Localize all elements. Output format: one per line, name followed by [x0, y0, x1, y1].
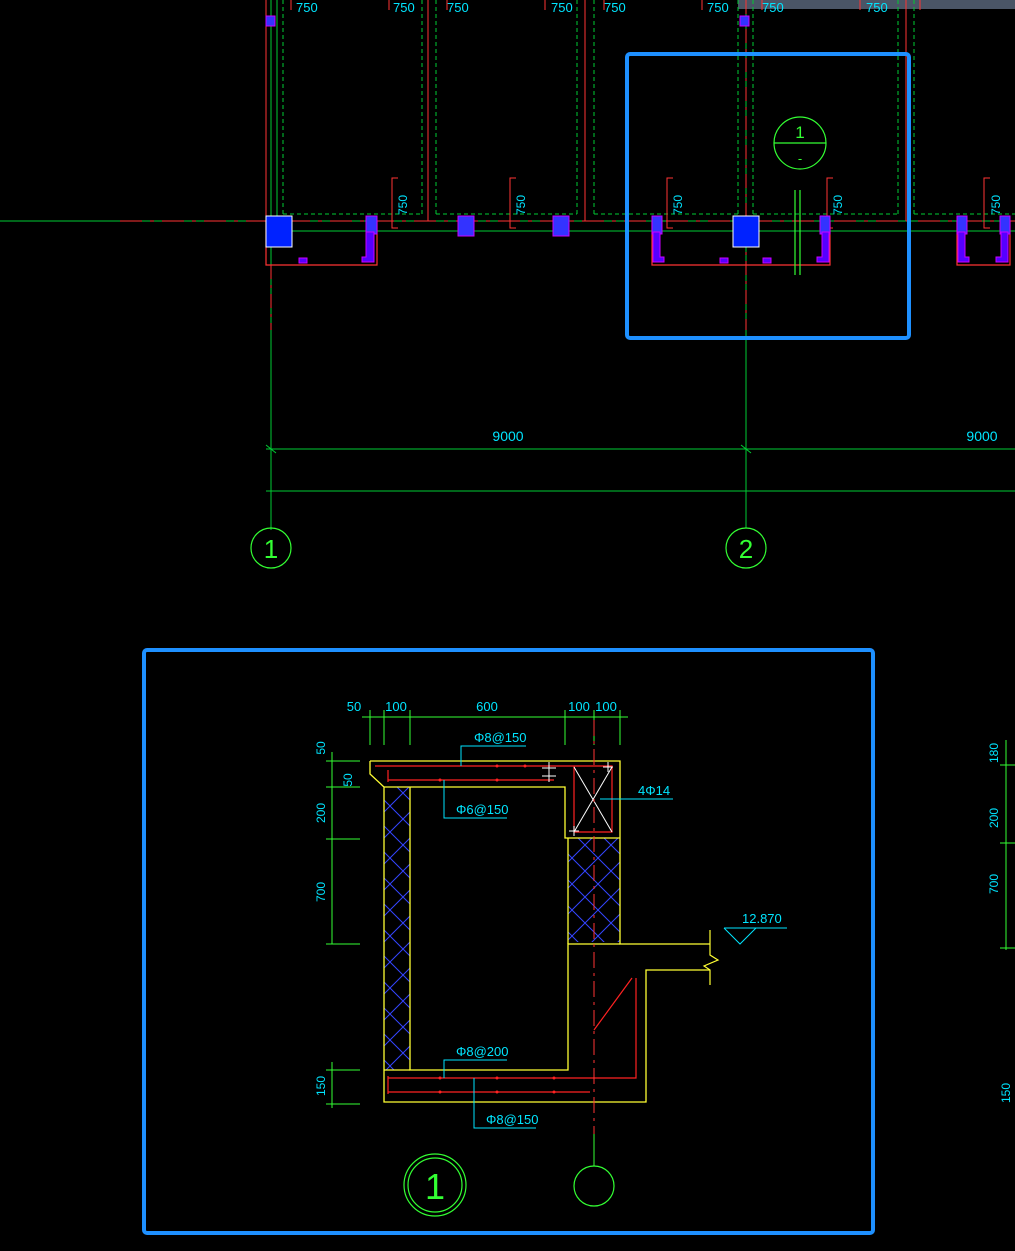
- bay-outlines: [265, 0, 1015, 265]
- highlight-box-plan: [625, 52, 911, 340]
- top-dim-6: 750: [707, 0, 729, 15]
- label-bottom-inner-rebar: Φ8@200: [456, 1044, 509, 1059]
- detail-left-dim-3: 200: [314, 803, 328, 823]
- span-dim-2: 9000: [966, 428, 997, 444]
- detail-top-dim-2: 100: [385, 699, 407, 714]
- concrete-outline: [369, 760, 710, 1103]
- detail-left-dim-2: 50: [341, 773, 355, 787]
- span-dimension-lines: [265, 444, 1015, 492]
- detail-top-dimensions: 50 100 600 100 100: [347, 699, 617, 714]
- axis-label-1: 1: [264, 534, 278, 564]
- detail-top-dim-3: 600: [476, 699, 498, 714]
- top-dim-8: 750: [866, 0, 888, 15]
- left-wall-hatch: [384, 787, 410, 1070]
- section-bubble-outer: [403, 1153, 467, 1217]
- side-dimensions: 750 750 750 750 750: [396, 195, 1003, 215]
- top-dim-5: 750: [604, 0, 626, 15]
- detail-left-dim-4: 700: [314, 882, 328, 902]
- floor-plan: 750 750 750 750 750 750 750 750 750 750 …: [0, 0, 1015, 569]
- column-b: [732, 215, 760, 248]
- section-marker-number: 1: [795, 123, 804, 142]
- side-dim-3: 750: [671, 195, 685, 215]
- label-elevation: 12.870: [742, 911, 782, 926]
- right-dim-1: 180: [987, 743, 1001, 763]
- highlight-box-detail: [142, 648, 875, 1235]
- detail-axis-bubble: [573, 1165, 615, 1207]
- break-line: [702, 930, 720, 985]
- top-dim-4: 750: [551, 0, 573, 15]
- detail-left-dimensions: 50 50 200 700 150: [314, 741, 355, 1096]
- section-marker-sheet: -: [798, 151, 802, 166]
- top-dim-7: 750: [762, 0, 784, 15]
- side-dim-2: 750: [514, 195, 528, 215]
- axis-bubble-2: [725, 527, 767, 569]
- side-dim-5: 750: [989, 195, 1003, 215]
- label-top-slab-rebar: Φ8@150: [474, 730, 527, 745]
- rebar-labels: Φ8@150 Φ6@150 4Φ14 Φ8@200 Φ8@150 12.870: [456, 730, 782, 1127]
- right-partial-detail: 180 200 700 150: [987, 740, 1015, 1103]
- column-a: [265, 215, 293, 248]
- axis-label-2: 2: [739, 534, 753, 564]
- top-dim-3: 750: [447, 0, 469, 15]
- top-dim-1: 750: [296, 0, 318, 15]
- channel-sections: [265, 221, 1011, 266]
- label-stirrup-rebar: Φ6@150: [456, 802, 509, 817]
- right-dim-3: 700: [987, 874, 1001, 894]
- section-bubble-number: 1: [425, 1166, 445, 1207]
- detail-top-dim-1: 50: [347, 699, 361, 714]
- section-detail: 50 100 600 100 100 50 50 200 700 150: [142, 648, 875, 1235]
- axis-bubble-1: [250, 527, 292, 569]
- section-cut-marker: [773, 116, 827, 275]
- top-dimensions: 750 750 750 750 750 750 750 750: [296, 0, 888, 15]
- detail-left-dim-1: 50: [314, 741, 328, 755]
- right-dim-4: 150: [999, 1083, 1013, 1103]
- span-dim-1: 9000: [492, 428, 523, 444]
- right-dim-2: 200: [987, 808, 1001, 828]
- detail-top-dim-5: 100: [595, 699, 617, 714]
- columns: [265, 15, 1011, 248]
- label-bottom-outer-rebar: Φ8@150: [486, 1112, 539, 1127]
- side-dim-1: 750: [396, 195, 410, 215]
- section-bubble-inner: [407, 1157, 463, 1213]
- toolbar-strip: [738, 0, 1015, 9]
- top-dim-2: 750: [393, 0, 415, 15]
- label-corner-bars: 4Φ14: [638, 783, 670, 798]
- detail-top-dim-4: 100: [568, 699, 590, 714]
- side-dim-4: 750: [831, 195, 845, 215]
- detail-left-dim-5: 150: [314, 1076, 328, 1096]
